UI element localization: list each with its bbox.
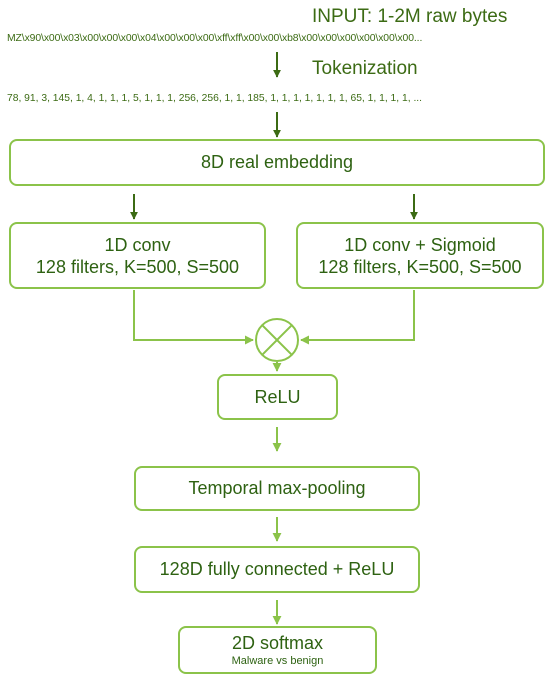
fc-box: 128D fully connected + ReLU (134, 546, 420, 593)
embedding-box: 8D real embedding (9, 139, 545, 186)
fc-label: 128D fully connected + ReLU (159, 559, 395, 579)
conv-right-box: 1D conv + Sigmoid 128 filters, K=500, S=… (296, 222, 544, 289)
tokenization-label: Tokenization (312, 58, 418, 79)
relu-label: ReLU (254, 386, 301, 407)
conv-left-box: 1D conv 128 filters, K=500, S=500 (9, 222, 266, 289)
arrow-conv-left-to-multiply (133, 290, 254, 345)
softmax-box: 2D softmax Malware vs benign (178, 626, 377, 674)
arrow-conv-right-to-multiply (300, 290, 415, 345)
token-sequence: 78, 91, 3, 145, 1, 4, 1, 1, 1, 5, 1, 1, … (7, 93, 423, 104)
softmax-subtitle: Malware vs benign (231, 654, 324, 667)
conv-right-title: 1D conv + Sigmoid (344, 234, 496, 255)
pooling-label: Temporal max-pooling (188, 478, 366, 498)
softmax-title: 2D softmax (231, 632, 324, 653)
embedding-label: 8D real embedding (200, 152, 354, 172)
pooling-box: Temporal max-pooling (134, 466, 420, 511)
multiply-icon (255, 318, 299, 362)
conv-left-title: 1D conv (104, 234, 171, 255)
conv-right-params: 128 filters, K=500, S=500 (318, 256, 522, 277)
input-title: INPUT: 1-2M raw bytes (312, 6, 508, 27)
relu-box: ReLU (217, 374, 338, 420)
conv-left-params: 128 filters, K=500, S=500 (35, 256, 240, 277)
raw-bytes-text: MZ\x90\x00\x03\x00\x00\x00\x04\x00\x00\x… (7, 33, 423, 44)
